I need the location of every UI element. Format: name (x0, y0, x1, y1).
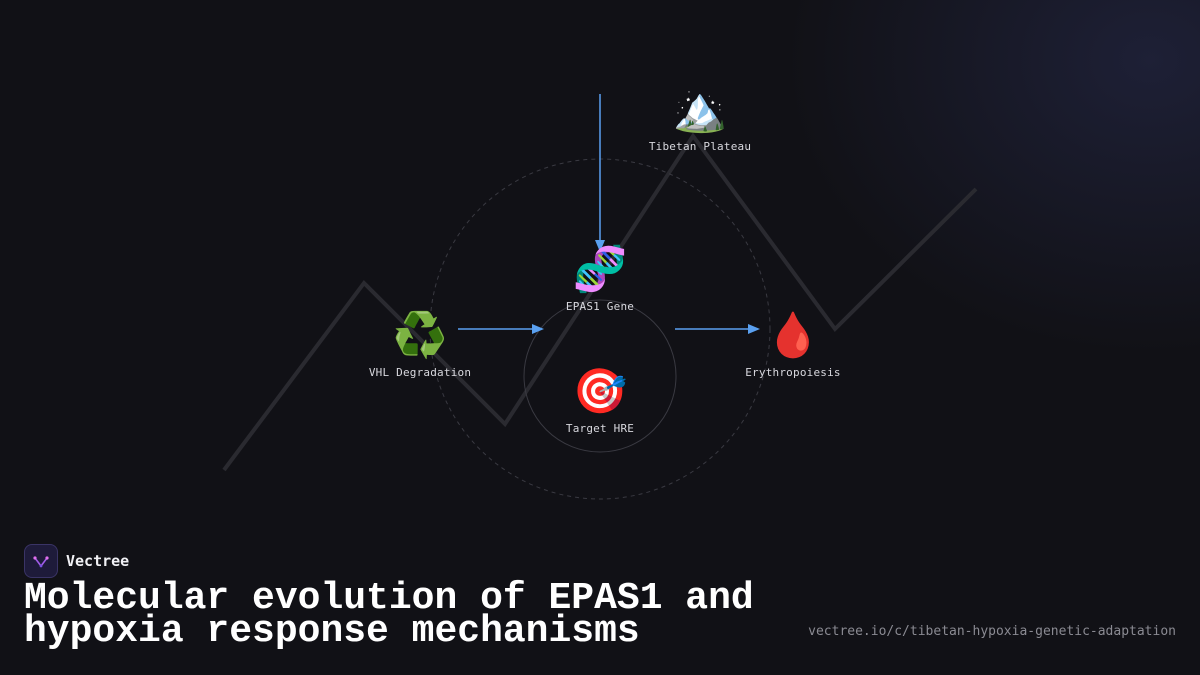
node-vhl-degradation[interactable]: ♻️ VHL Degradation (340, 310, 500, 379)
node-target-hre[interactable]: 🎯 Target HRE (520, 366, 680, 435)
inner-circle (523, 299, 677, 453)
node-label-vhl-degradation: VHL Degradation (368, 366, 472, 379)
node-tibetan-plateau[interactable]: 🏔️ Tibetan Plateau (620, 84, 780, 153)
dna-icon: 🧬 (572, 244, 628, 295)
recycle-icon: ♻️ (392, 310, 448, 361)
vectree-logo-icon (24, 544, 58, 578)
node-epas1-gene[interactable]: 🧬 EPAS1 Gene (520, 244, 680, 313)
node-label-epas1-gene: EPAS1 Gene (565, 300, 635, 313)
node-erythropoiesis[interactable]: 🩸 Erythropoiesis (713, 310, 873, 379)
brand[interactable]: Vectree (24, 544, 129, 578)
source-url[interactable]: vectree.io/c/tibetan-hypoxia-genetic-ada… (808, 624, 1176, 639)
target-icon: 🎯 (572, 366, 628, 417)
mountain-silhouette-line (222, 132, 978, 472)
blood-drop-icon: 🩸 (765, 310, 821, 361)
node-label-target-hre: Target HRE (565, 422, 635, 435)
mountain-icon: 🏔️ (672, 84, 728, 135)
page-title: Molecular evolution of EPAS1 and hypoxia… (24, 577, 754, 653)
brand-name: Vectree (66, 552, 130, 570)
node-label-erythropoiesis: Erythropoiesis (745, 366, 841, 379)
node-label-tibetan-plateau: Tibetan Plateau (648, 140, 752, 153)
